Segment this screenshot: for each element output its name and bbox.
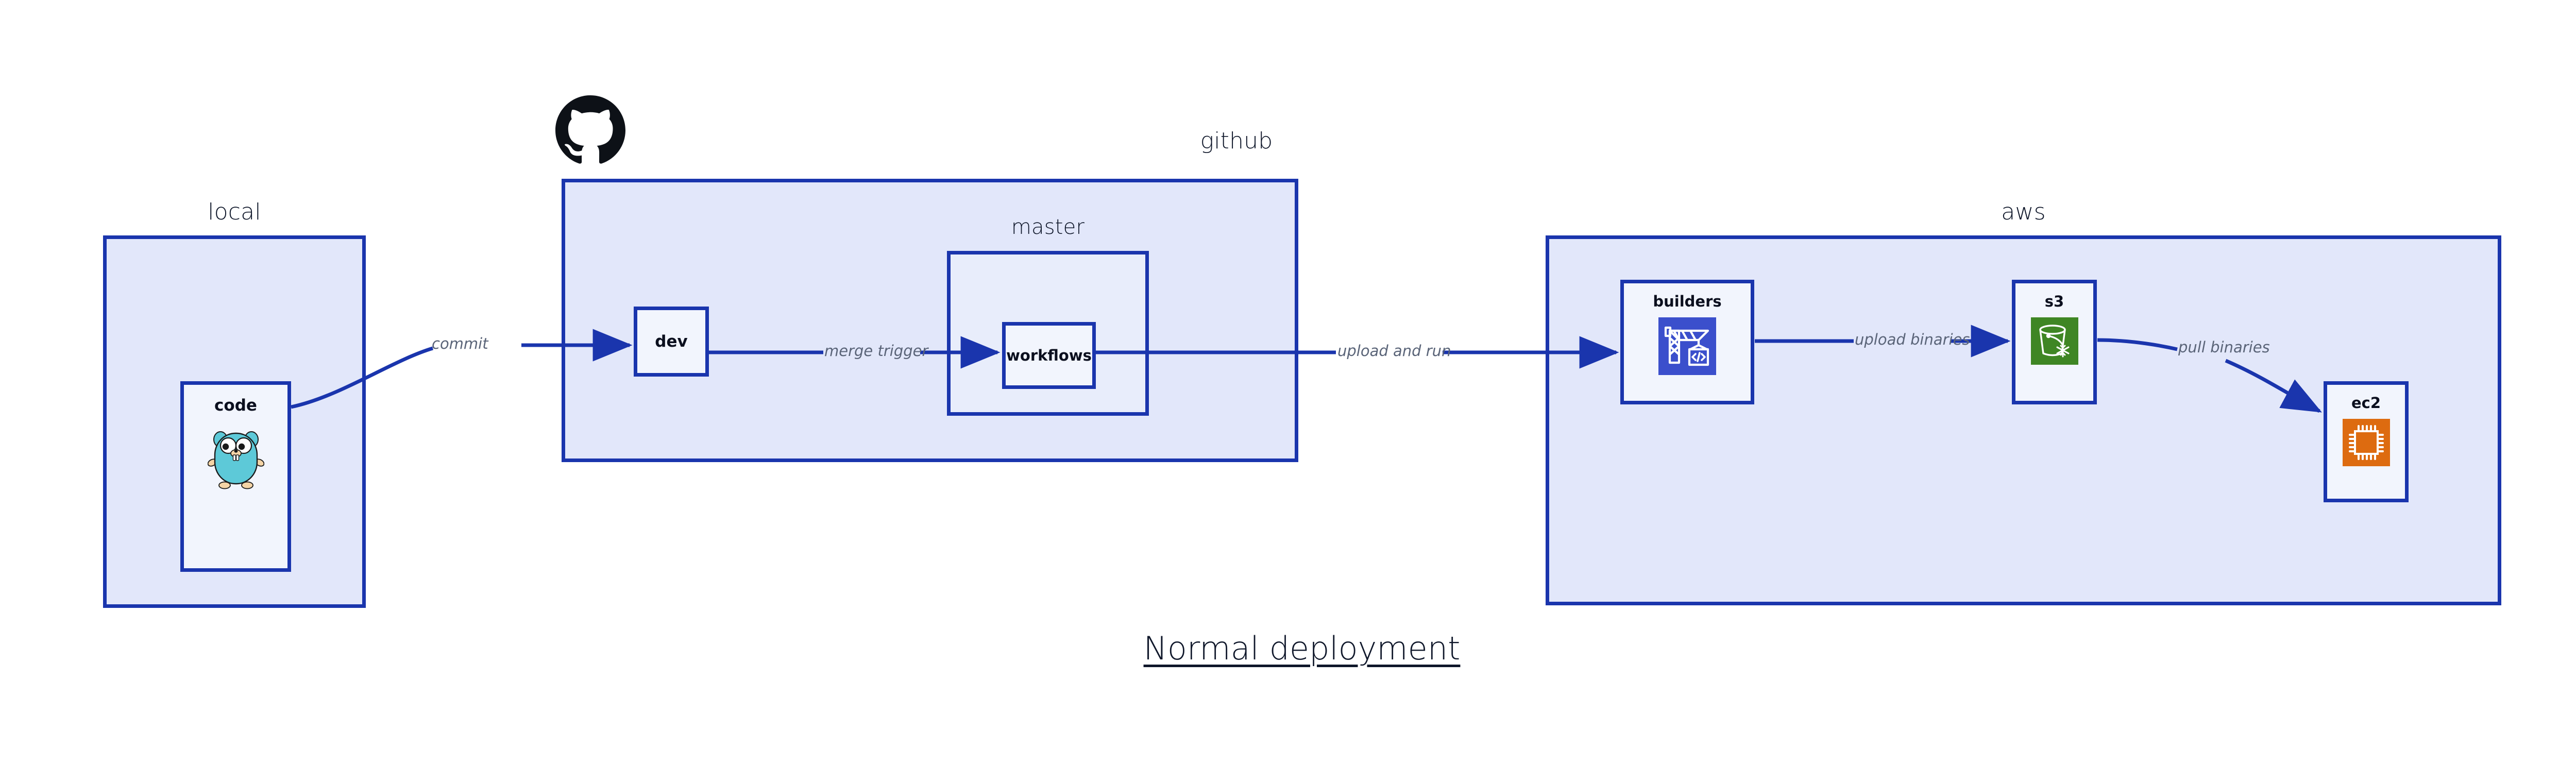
node-label-workflows: workflows [1006, 347, 1092, 364]
node-workflows[interactable]: workflows [1002, 322, 1096, 389]
aws-codebuild-icon [1658, 317, 1716, 375]
edge-label-commit: commit [432, 335, 488, 352]
edge-label-pull-binaries: pull binaries [2178, 338, 2270, 356]
diagram-title: Normal deployment [1143, 630, 1461, 667]
node-dev[interactable]: dev [634, 307, 709, 377]
group-label-github: github [1200, 128, 1273, 154]
go-gopher-icon [207, 425, 264, 492]
node-label-dev: dev [655, 332, 688, 351]
node-label-s3: s3 [2044, 293, 2064, 310]
edge-label-upload-binaries: upload binaries [1855, 331, 1970, 348]
group-label-aws: aws [2001, 199, 2046, 225]
node-label-ec2: ec2 [2351, 394, 2381, 412]
aws-ec2-chip-icon [2342, 419, 2390, 466]
edge-label-merge-trigger: merge trigger [824, 342, 928, 360]
node-label-code: code [214, 396, 257, 415]
github-octocat-logo [555, 95, 625, 165]
group-label-master: master [1011, 215, 1085, 239]
node-code[interactable]: code [180, 381, 291, 572]
node-builders[interactable]: builders [1620, 280, 1754, 404]
node-s3[interactable]: s3 [2012, 280, 2097, 404]
aws-s3-glacier-icon [2030, 317, 2078, 365]
node-label-builders: builders [1653, 293, 1722, 310]
node-ec2[interactable]: ec2 [2324, 381, 2409, 502]
edge-label-upload-and-run: upload and run [1337, 342, 1451, 360]
group-label-local: local [208, 199, 261, 225]
